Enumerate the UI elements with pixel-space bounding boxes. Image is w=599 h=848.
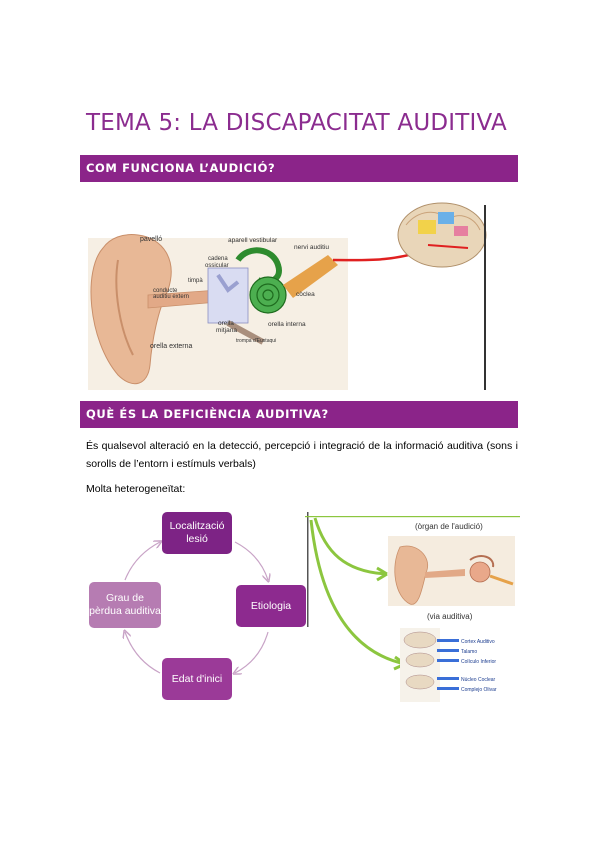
label-trompa: trompa d'Eustaqui <box>236 338 276 344</box>
label-nervi-auditiu: nervi auditiu <box>294 244 329 251</box>
section-heading-how-hearing-works: COM FUNCIONA L’AUDICIÓ? <box>80 155 518 182</box>
label-auditiu-extern: auditiu extern <box>153 294 189 300</box>
label-cadena: cadena <box>208 256 228 262</box>
arrow-left-to-top <box>124 542 160 581</box>
label-pavello: pavelló <box>140 236 162 243</box>
green-arrow-to-pathway <box>309 519 406 666</box>
label-ossicular: ossicular <box>205 263 229 269</box>
pathway-item-talamo: Talamo <box>461 649 477 655</box>
label-orella-externa: orella externa <box>150 343 193 350</box>
label-conducte: conducte <box>153 288 178 294</box>
pathway-item-coliculo: Colículo Inferior <box>461 659 496 665</box>
green-arrow-to-organ <box>313 517 388 576</box>
pathway-item-nucleo: Núcleo Coclear <box>461 677 496 683</box>
label-coclea: còclea <box>296 291 315 298</box>
cycle-node-edat-inici: Edat d'inici <box>162 658 232 700</box>
middle-ear-shape <box>207 267 249 324</box>
outer-ear-shape <box>90 234 172 385</box>
heterogeneity-label: Molta heterogeneïtat: <box>86 483 186 495</box>
label-aparell-vestibular: aparell vestibular <box>228 237 278 244</box>
pathway-item-complejo: Complejo Olivar <box>461 687 497 693</box>
arrow-top-to-right <box>234 541 268 580</box>
definition-paragraph: És qualsevol alteració en la detecció, p… <box>86 440 518 470</box>
cochlea-shape <box>249 276 287 314</box>
cycle-node-etiologia: Etiologia <box>236 585 306 627</box>
arrow-right-to-bottom <box>235 631 269 673</box>
label-orella-mitjana-1: orella <box>218 320 234 327</box>
pathway-item-cortex: Cortex Auditivo <box>461 639 495 645</box>
label-organ-audicio: (òrgan de l'audició) <box>415 522 483 531</box>
cycle-arrows <box>85 510 315 705</box>
label-via-auditiva: (via auditiva) <box>427 612 473 621</box>
hearing-pathway-figure: (òrgan de l'audició) (via auditiva) Cort… <box>305 512 520 702</box>
cycle-node-grau-perdua: Grau de pèrdua auditiva <box>89 582 161 628</box>
label-orella-interna: orella interna <box>268 321 306 328</box>
label-timpa: timpà <box>188 278 203 284</box>
section-heading-what-is-hearing-deficiency: QUÈ ÉS LA DEFICIÈNCIA AUDITIVA? <box>80 401 518 428</box>
arrow-bottom-to-left <box>125 632 161 674</box>
cycle-node-localitzacio: Localització lesió <box>162 512 232 554</box>
auditory-nerve-shape <box>283 255 338 298</box>
heterogeneity-cycle-diagram: Localització lesió Etiologia Edat d'inic… <box>85 510 315 705</box>
organ-ear-shape <box>394 545 429 605</box>
page-title: TEMA 5: LA DISCAPACITAT AUDITIVA <box>86 110 507 136</box>
label-orella-mitjana-2: mitjana <box>216 327 237 334</box>
ear-anatomy-figure: pavelló conducte auditiu extern orella e… <box>88 202 487 390</box>
